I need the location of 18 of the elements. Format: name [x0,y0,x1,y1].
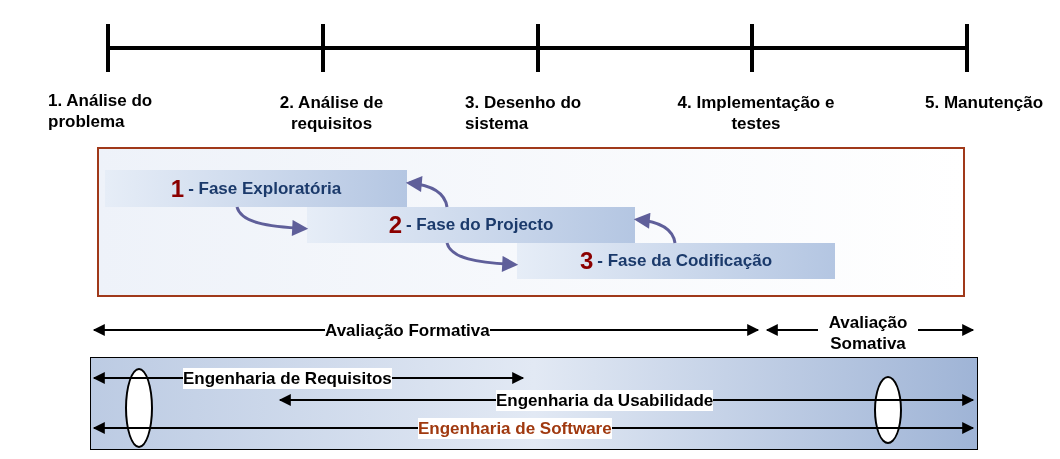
ellipse-marker [125,368,153,448]
span-label: Engenharia de Requisitos [183,368,392,389]
stage-label: 3. Desenho do sistema [465,92,583,134]
curved-arrow [445,242,519,272]
curved-arrow [633,213,677,244]
stage-label: 5. Manutenção [925,92,1045,113]
span-label: Engenharia de Software [418,418,612,439]
stage-label: 1. Análise do problema [48,90,154,132]
span-label: Engenharia da Usabilidade [496,390,714,411]
stage-label: 2. Análise de requisitos [278,92,385,134]
phase-box: 3 - Fase da Codificação [517,243,835,279]
curved-arrow [405,176,449,208]
ellipse-marker [874,376,902,444]
phase-box: 2 - Fase do Projecto [307,207,635,243]
curved-arrow [235,206,309,236]
phase-box: 1 - Fase Exploratória [105,170,407,207]
frame-box [97,147,965,297]
stage-label: 4. Implementação e testes [676,92,836,134]
